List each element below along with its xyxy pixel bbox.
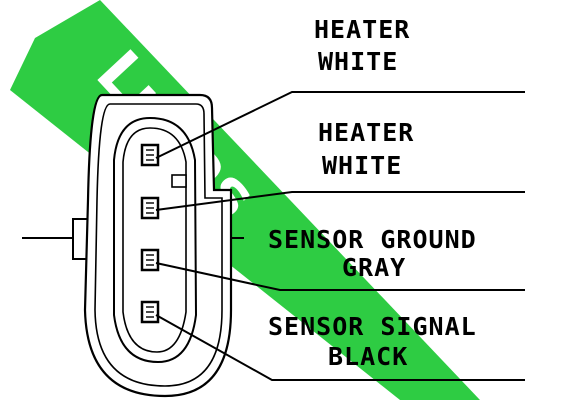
pin-1 — [140, 143, 160, 167]
pin-3 — [140, 248, 160, 272]
label-4-line1: SENSOR SIGNAL — [268, 312, 477, 341]
label-1-line1: HEATER — [314, 15, 410, 44]
pin-4 — [140, 300, 160, 324]
leader-line-2 — [155, 191, 525, 211]
leader-line-4 — [155, 314, 525, 381]
label-2-line2: WHITE — [322, 151, 402, 180]
pin-2 — [140, 196, 160, 220]
key-notch — [171, 174, 187, 188]
label-4-line2: BLACK — [328, 342, 408, 371]
connector-shell-mid — [94, 103, 223, 387]
label-1-line2: WHITE — [318, 47, 398, 76]
leader-line-3 — [155, 262, 525, 291]
connector-cavity — [122, 127, 187, 353]
label-3-line2: GRAY — [342, 253, 406, 282]
label-3-line1: SENSOR GROUND — [268, 225, 477, 254]
leader-line-1 — [155, 91, 525, 159]
label-2-line1: HEATER — [318, 118, 414, 147]
